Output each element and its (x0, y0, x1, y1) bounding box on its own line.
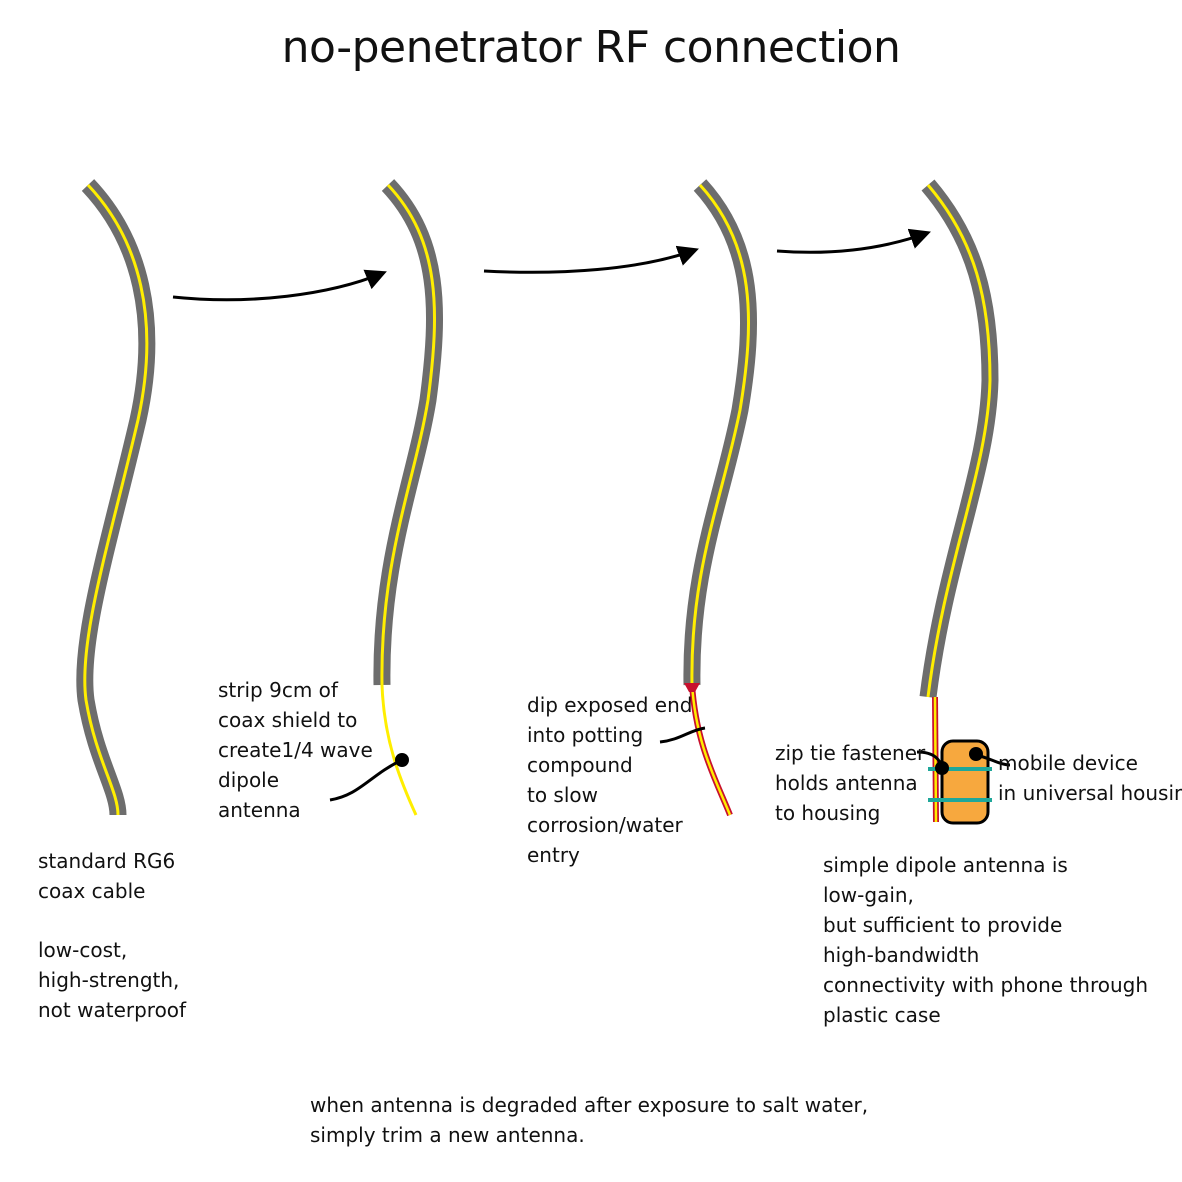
label-mobile-device: mobile device in universal housing (998, 751, 1182, 805)
arrow-step-2 (483, 245, 699, 274)
arrow-step-1 (172, 269, 387, 302)
leader-strip (329, 758, 403, 802)
coax-cable-2 (373, 179, 444, 816)
universal-housing (928, 739, 992, 825)
leader-strip-dot (395, 753, 409, 767)
potting-flare (684, 683, 700, 692)
leader-lines (329, 726, 1011, 802)
cable-1-jacket (76, 179, 156, 816)
leader-mobile-dot (969, 747, 983, 761)
cable-3-conductor (690, 183, 750, 686)
label-simple-dipole: simple dipole antenna is low-gain, but s… (823, 853, 1149, 1027)
cable-4-jacket (919, 179, 999, 699)
cable-4-antenna-core (933, 696, 938, 823)
cable-2-conductor (380, 183, 437, 816)
leader-zip-dot (935, 761, 949, 775)
cable-1-conductor (83, 183, 149, 816)
label-cable-properties: low-cost, high-strength, not waterproof (38, 938, 187, 1022)
label-strip-shield: strip 9cm of coax shield to create1/4 wa… (218, 678, 373, 822)
coax-cable-3 (683, 179, 757, 817)
label-trim-antenna: when antenna is degraded after exposure … (310, 1093, 869, 1147)
label-standard-rg6: standard RG6 coax cable (38, 849, 176, 903)
leader-dip (659, 726, 706, 744)
coax-cable-1 (76, 179, 156, 816)
process-arrows (172, 228, 931, 302)
mobile-device-housing (940, 739, 990, 825)
diagram-title: no-penetrator RF connection (281, 22, 901, 73)
label-zip-tie: zip tie fastener holds antenna to housin… (775, 741, 926, 825)
label-dip-potting: dip exposed end into potting compound to… (527, 693, 693, 867)
cable-2-jacket (373, 179, 444, 686)
coax-cable-4 (919, 179, 999, 823)
cable-3-exposed-conductor (690, 683, 732, 816)
potting-coating (689, 683, 733, 817)
cable-4-conductor (926, 184, 992, 698)
arrow-step-3 (776, 228, 931, 254)
